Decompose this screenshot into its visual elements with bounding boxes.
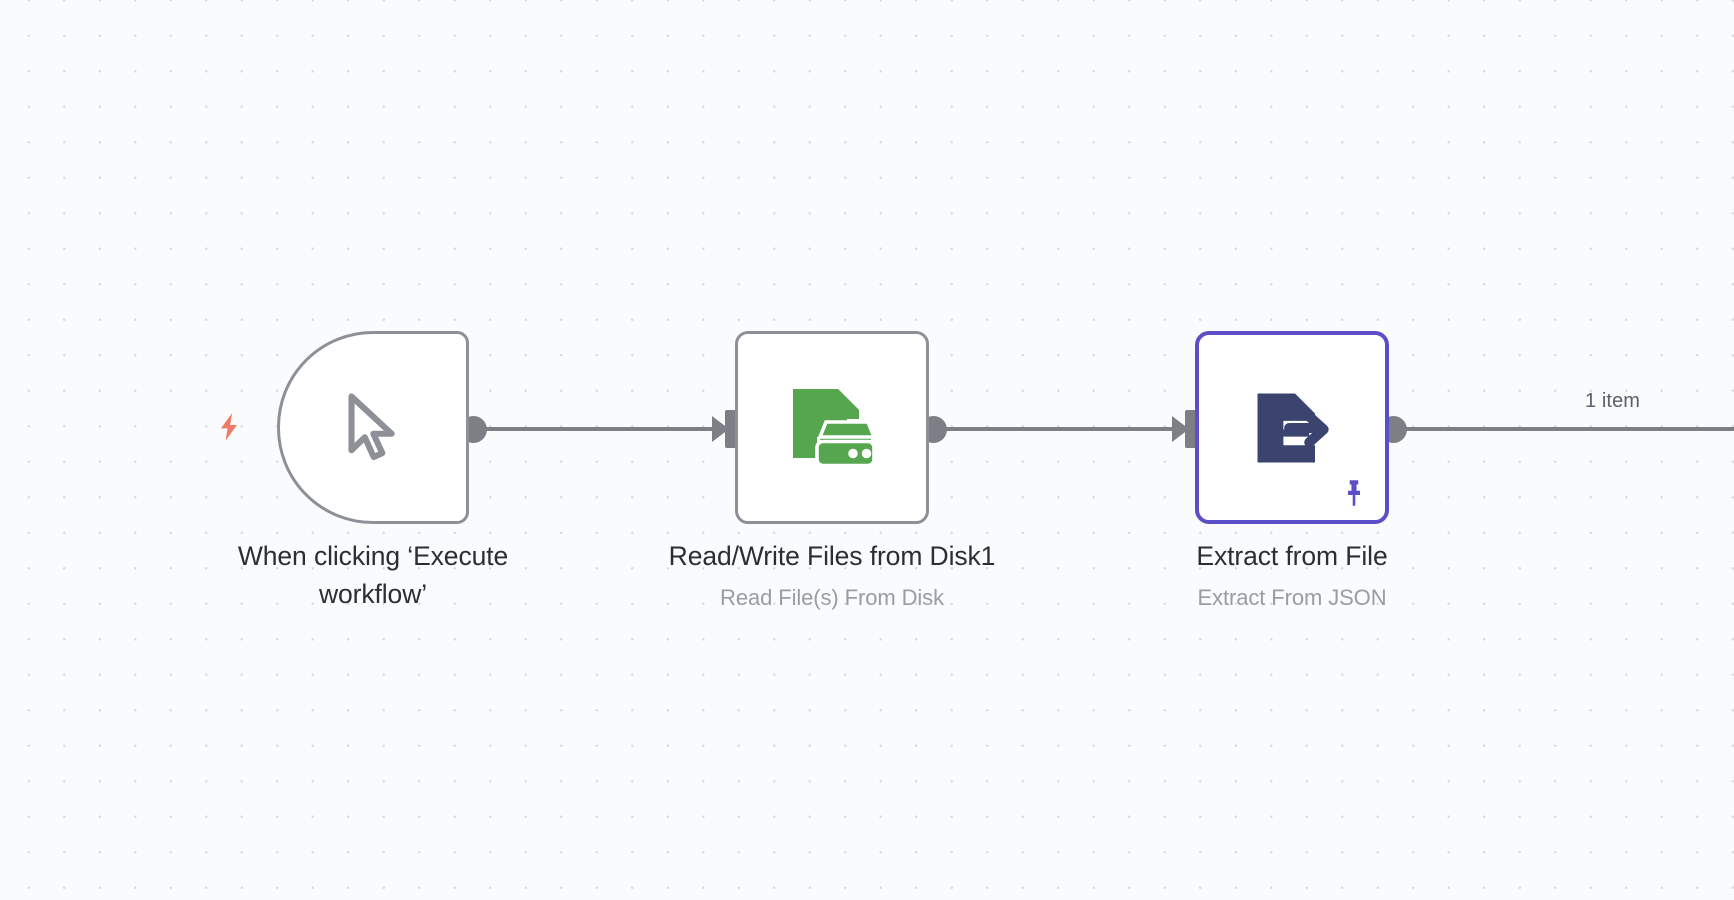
extract-from-file-body[interactable] bbox=[1185, 321, 1399, 534]
node-manual-trigger[interactable]: When clicking ‘Execute workflow’ bbox=[220, 331, 508, 609]
node-extract-from-file[interactable]: Extract from File Extract From JSON bbox=[1185, 321, 1399, 610]
connection-arrow-extract-input bbox=[1172, 416, 1189, 442]
connection-arrow-readwrite-input bbox=[712, 416, 729, 442]
extract-from-file-subtitle: Extract From JSON bbox=[1197, 585, 1387, 611]
lightning-bolt-icon bbox=[212, 410, 246, 444]
extract-from-file-caption: Extract from File Extract From JSON bbox=[1102, 537, 1482, 614]
file-export-arrow-icon bbox=[1246, 382, 1338, 474]
read-write-files-caption: Read/Write Files from Disk1 Read File(s)… bbox=[642, 537, 1022, 614]
manual-trigger-title: When clicking ‘Execute workflow’ bbox=[237, 541, 509, 610]
manual-trigger-caption: When clicking ‘Execute workflow’ bbox=[183, 537, 563, 614]
read-write-files-title: Read/Write Files from Disk1 bbox=[668, 541, 996, 571]
read-write-files-body[interactable] bbox=[735, 331, 929, 524]
node-read-write-files-from-disk1[interactable]: Read/Write Files from Disk1 Read File(s)… bbox=[669, 331, 995, 610]
connection-trigger-to-readwrite[interactable] bbox=[470, 427, 720, 431]
manual-trigger-body[interactable] bbox=[277, 331, 469, 524]
connection-readwrite-to-extract[interactable] bbox=[930, 427, 1180, 431]
connection-extract-to-next[interactable] bbox=[1390, 427, 1734, 431]
file-disk-drive-icon bbox=[784, 380, 880, 476]
mouse-pointer-icon bbox=[330, 385, 416, 471]
extract-from-file-title: Extract from File bbox=[1196, 541, 1388, 571]
pushpin-icon[interactable] bbox=[1337, 476, 1371, 510]
connection-item-count-label: 1 item bbox=[1585, 390, 1641, 412]
read-write-files-subtitle: Read File(s) From Disk bbox=[720, 585, 944, 611]
